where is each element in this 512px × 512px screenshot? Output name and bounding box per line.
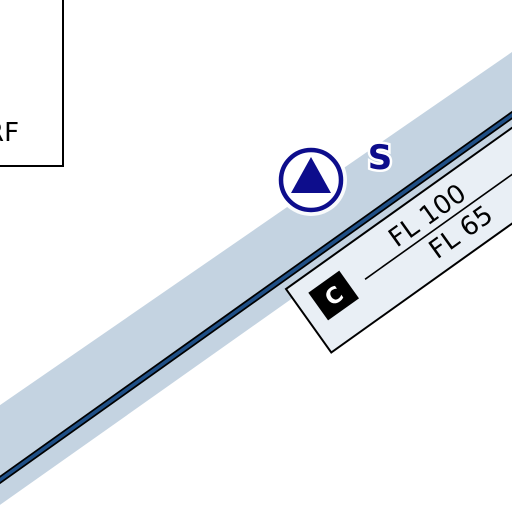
airspace-boundary-line	[0, 112, 512, 483]
reporting-point-triangle-icon	[291, 157, 331, 193]
reporting-point-letter: S	[368, 138, 393, 178]
limits-divider	[364, 156, 512, 280]
airspace-box-frame	[284, 113, 512, 354]
airspace-class-badge	[308, 270, 359, 321]
corner-info-box	[0, 0, 64, 167]
reporting-point-s[interactable]: S	[275, 136, 395, 216]
airspace-band	[0, 52, 512, 505]
corner-box-label: RF	[0, 118, 19, 148]
